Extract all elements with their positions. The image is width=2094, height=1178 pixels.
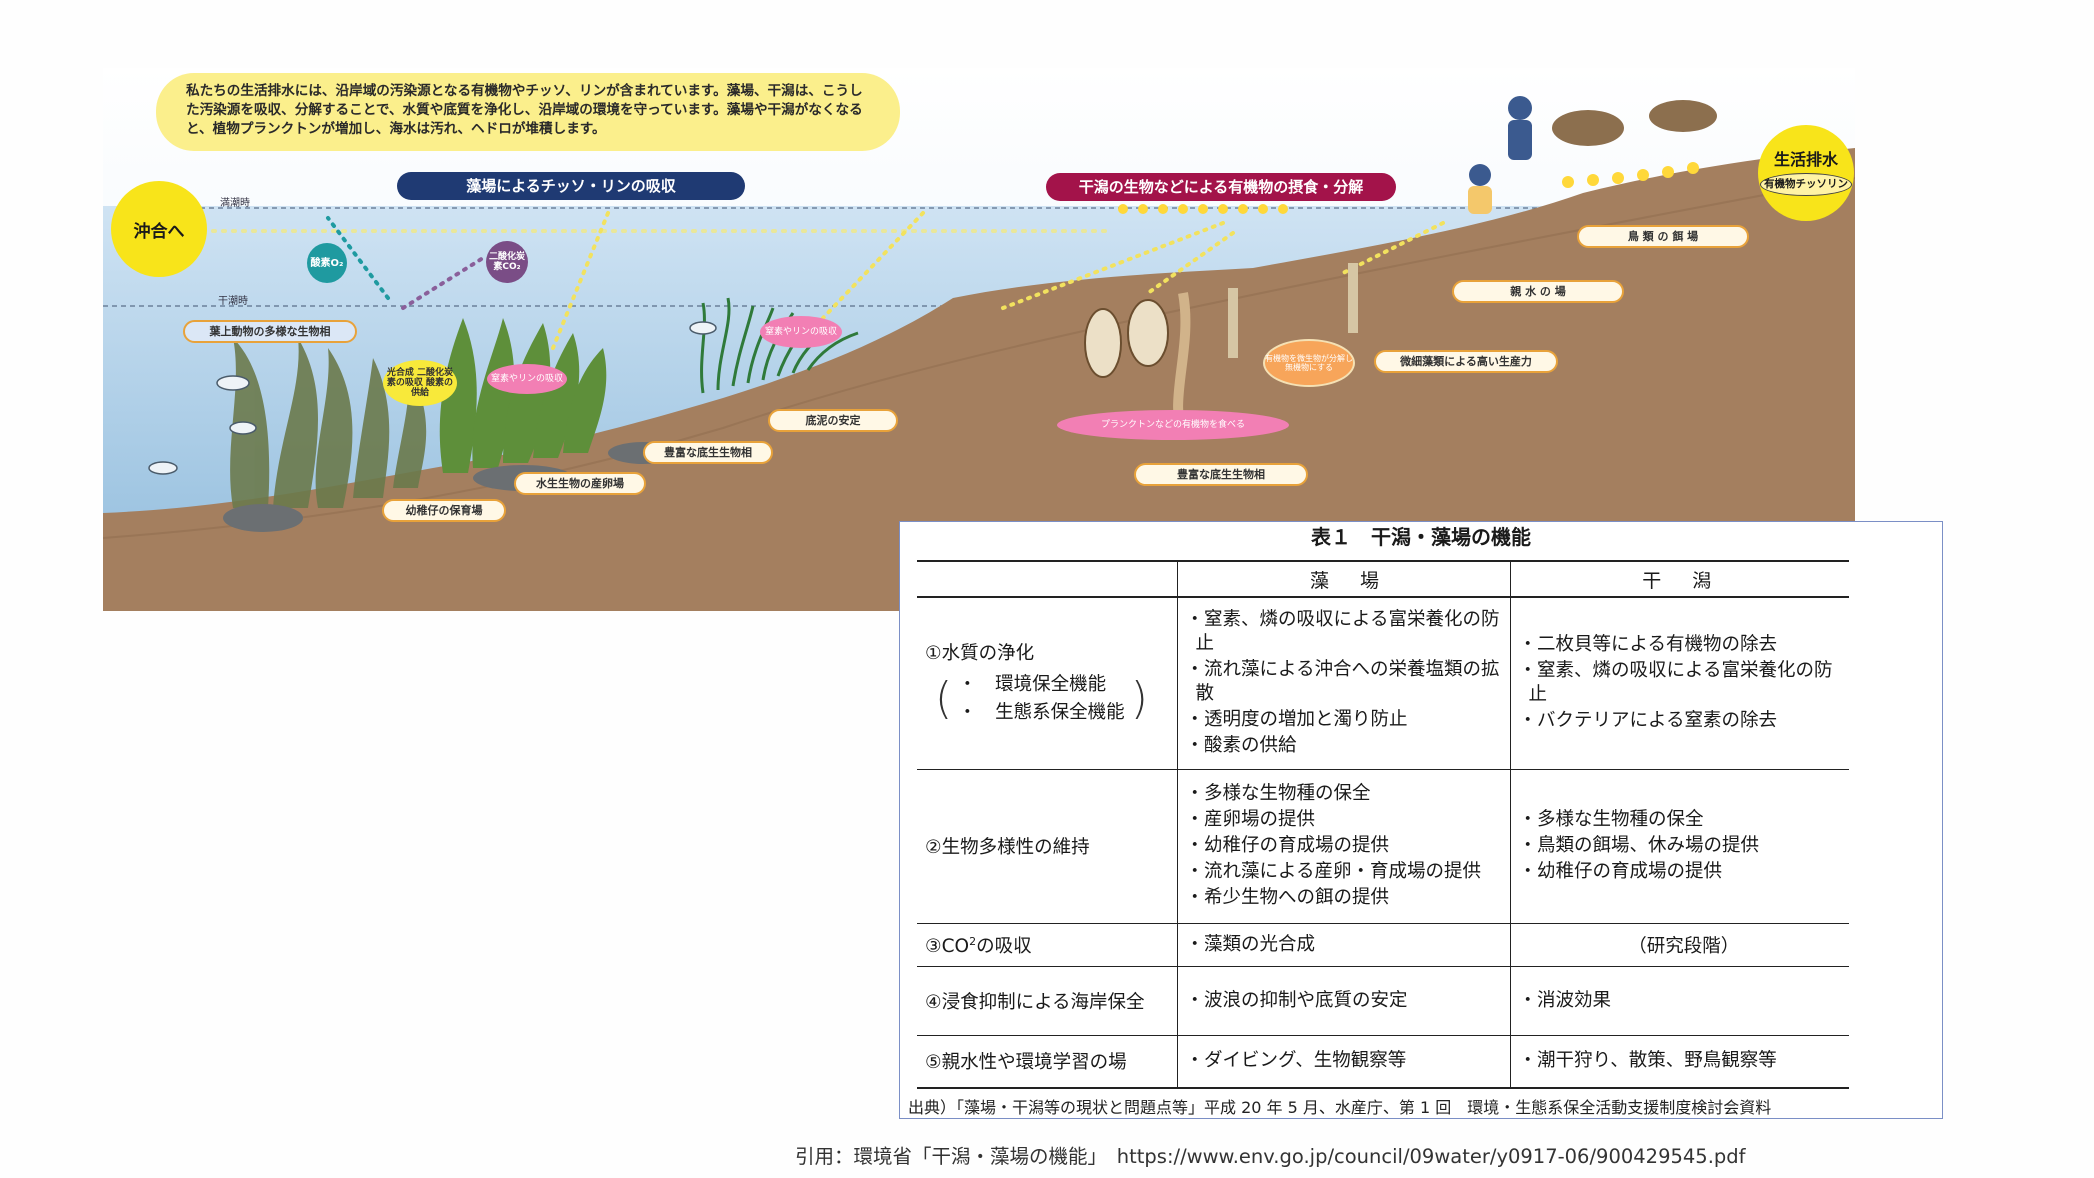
table-row: ②生物多様性の維持 ・多様な生物種の保全 ・産卵場の提供 ・幼稚仔の育成場の提供… (917, 769, 1849, 924)
moba-cell: ・波浪の抑制や底質の安定 (1177, 966, 1511, 1036)
bracket-right: ) (1130, 673, 1148, 725)
category-cell: ③CO2の吸収 (917, 923, 1178, 967)
table-row: ⑤親水性や環境学習の場 ・ダイビング、生物観察等 ・潮干狩り、散策、野鳥観察等 (917, 1035, 1849, 1089)
category-label: ①水質の浄化 (925, 643, 1035, 665)
table-row: ③CO2の吸収 ・藻類の光合成 （研究段階） (917, 923, 1849, 967)
sub-item: ・ 生態系保全機能 (958, 702, 1125, 724)
table-row: ④浸食抑制による海岸保全 ・波浪の抑制や底質の安定 ・消波効果 (917, 966, 1849, 1036)
drainage-sub: 有機物チッソリン (1760, 172, 1852, 196)
higata-item: ・二枚貝等による有機物の除去 (1518, 634, 1777, 656)
label-spawning: 水生生物の産卵場 (514, 472, 646, 495)
moba-item: ・産卵場の提供 (1185, 809, 1316, 830)
category-suffix: の吸収 (976, 935, 1032, 957)
header-higata: 干 潟 (1510, 560, 1849, 598)
header-blank (917, 560, 1178, 598)
category-sub-group: ( ・ 環境保全機能 ・ 生態系保全機能 ) (935, 671, 1177, 727)
co2-circle: 二酸化炭素CO₂ (486, 241, 528, 283)
bracket-left: ( (935, 673, 953, 725)
table-header-row: 藻 場 干 潟 (917, 560, 1849, 598)
moba-item: ・流れ藻による産卵・育成場の提供 (1185, 861, 1481, 882)
moba-item: ・希少生物への餌の提供 (1185, 887, 1390, 908)
moba-item: ・藻類の光合成 (1185, 933, 1316, 955)
higata-cell: ・多様な生物種の保全 ・鳥類の餌場、休み場の提供 ・幼稚仔の育成場の提供 (1510, 769, 1849, 924)
banner-tidalflat-decomposition: 干潟の生物などによる有機物の摂食・分解 (1046, 173, 1396, 201)
label-bird-feeding: 鳥 類 の 餌 場 (1577, 225, 1749, 248)
high-tide-label: 満潮時 (220, 198, 250, 209)
table-source: 出典）「藻場・干潟等の現状と問題点等」平成 20 年 5 月、水産庁、第 1 回… (908, 1098, 1772, 1117)
category-prefix: ③CO (925, 935, 970, 957)
functions-table: 藻 場 干 潟 ①水質の浄化 ( ・ 環境保全機能 ・ 生態系保全機能 ) ・窒… (917, 560, 1849, 1089)
low-tide-label: 干潮時 (218, 296, 248, 307)
drainage-circle: 生活排水 有機物チッソリン (1758, 125, 1854, 221)
moba-cell: ・ダイビング、生物観察等 (1177, 1035, 1511, 1089)
moba-cell: ・藻類の光合成 (1177, 923, 1511, 967)
moba-item: ・幼稚仔の育成場の提供 (1185, 835, 1390, 856)
higata-item: ・窒素、燐の吸収による富栄養化の防止 (1518, 660, 1833, 706)
category-cell: ①水質の浄化 ( ・ 環境保全機能 ・ 生態系保全機能 ) (917, 597, 1178, 770)
category-label: ⑤親水性や環境学習の場 (917, 1035, 1178, 1089)
moba-cell: ・窒素、燐の吸収による富栄養化の防止 ・流れ藻による沖合への栄養塩類の拡散 ・透… (1177, 597, 1511, 770)
label-water-play: 親 水 の 場 (1452, 280, 1624, 303)
intro-text: 私たちの生活排水には、沿岸域の汚染源となる有機物やチッソ、リンが含まれています。… (156, 73, 900, 151)
category-label: ④浸食抑制による海岸保全 (917, 966, 1178, 1036)
oxygen-circle: 酸素O₂ (307, 243, 347, 283)
pink-label-absorb-2: 窒素やリンの吸収 (760, 316, 842, 348)
moba-item: ・酸素の供給 (1185, 735, 1297, 757)
header-moba: 藻 場 (1177, 560, 1511, 598)
photosynthesis-label: 光合成 二酸化炭素の吸収 酸素の供給 (383, 360, 457, 406)
label-benthos-left: 豊富な底生生物相 (643, 441, 773, 464)
higata-cell: ・潮干狩り、散策、野鳥観察等 (1510, 1035, 1849, 1089)
pink-label-plankton: プランクトンなどの有機物を食べる (1057, 410, 1289, 440)
label-nursery: 幼稚仔の保育場 (382, 499, 506, 522)
table-row: ①水質の浄化 ( ・ 環境保全機能 ・ 生態系保全機能 ) ・窒素、燐の吸収によ… (917, 597, 1849, 770)
moba-cell: ・多様な生物種の保全 ・産卵場の提供 ・幼稚仔の育成場の提供 ・流れ藻による産卵… (1177, 769, 1511, 924)
higata-item: ・バクテリアによる窒素の除去 (1518, 710, 1777, 732)
category-label: ②生物多様性の維持 (917, 769, 1178, 924)
label-benthos-right: 豊富な底生生物相 (1134, 463, 1308, 486)
offshore-circle: 沖合へ (111, 181, 207, 277)
higata-cell: ・消波効果 (1510, 966, 1849, 1036)
drainage-title: 生活排水 (1773, 149, 1838, 169)
table-caption: 表１ 干潟・藻場の機能 (1311, 525, 1531, 549)
category-sup: 2 (969, 934, 977, 948)
higata-item: ・多様な生物種の保全 (1518, 809, 1704, 830)
moba-item: ・透明度の増加と濁り防止 (1185, 709, 1408, 731)
higata-item: ・潮干狩り、散策、野鳥観察等 (1518, 1050, 1777, 1072)
higata-cell: ・二枚貝等による有機物の除去 ・窒素、燐の吸収による富栄養化の防止 ・バクテリア… (1510, 597, 1849, 770)
moba-item: ・窒素、燐の吸収による富栄養化の防止 (1185, 609, 1500, 655)
moba-item: ・ダイビング、生物観察等 (1185, 1050, 1407, 1072)
higata-item: ・鳥類の餌場、休み場の提供 (1518, 835, 1760, 856)
label-diverse-species: 葉上動物の多様な生物相 (183, 320, 357, 343)
moba-item: ・多様な生物種の保全 (1185, 783, 1371, 804)
higata-item: ・幼稚仔の育成場の提供 (1518, 861, 1723, 882)
sub-item: ・ 環境保全機能 (958, 674, 1107, 696)
moba-item: ・波浪の抑制や底質の安定 (1185, 989, 1408, 1011)
moba-item: ・流れ藻による沖合への栄養塩類の拡散 (1185, 659, 1500, 705)
higata-cell: （研究段階） (1510, 923, 1849, 967)
banner-seaweed-absorption: 藻場によるチッソ・リンの吸収 (397, 172, 745, 200)
pink-label-absorb-1: 窒素やリンの吸収 (487, 364, 567, 394)
bacteria-label: 有機物を微生物が分解し無機物にする (1263, 339, 1355, 387)
functions-table-box: 表１ 干潟・藻場の機能 藻 場 干 潟 ①水質の浄化 ( ・ 環境保全機能 ・ … (899, 521, 1943, 1119)
higata-item: ・消波効果 (1518, 989, 1612, 1011)
label-sediment: 底泥の安定 (768, 409, 898, 432)
citation-text: 引用：環境省「干潟・藻場の機能」 https://www.env.go.jp/c… (795, 1145, 1746, 1168)
coastal-ecosystem-illustration (103, 68, 1855, 611)
label-microalgae: 微細藻類による高い生産力 (1374, 350, 1558, 373)
